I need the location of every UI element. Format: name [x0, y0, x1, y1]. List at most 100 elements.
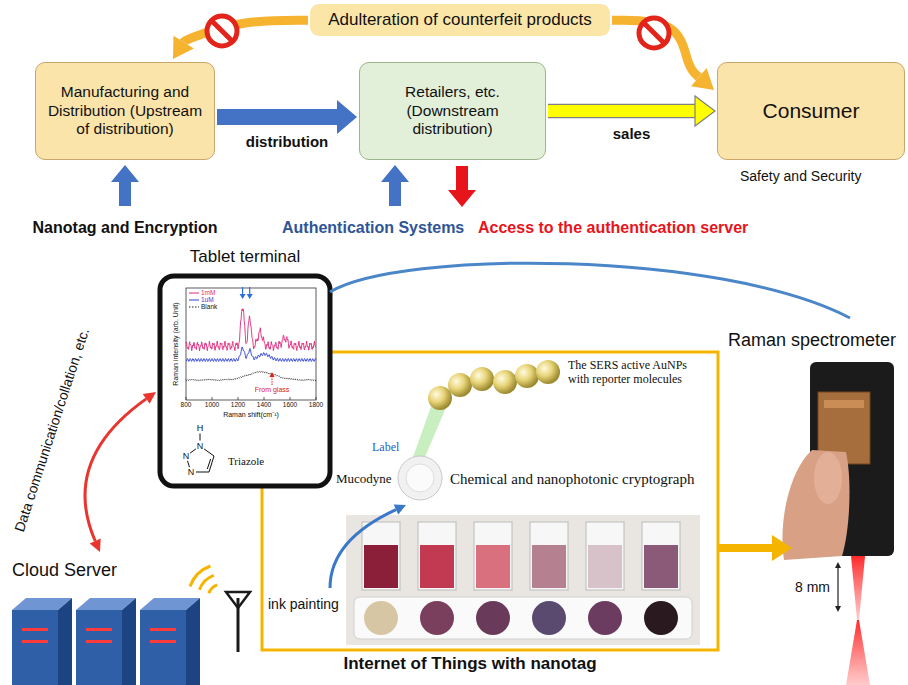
cuvette-photo — [364, 601, 398, 635]
spectrum-plot — [270, 372, 275, 377]
triazole-structure — [196, 472, 209, 473]
legend-text: 1uM — [201, 297, 214, 304]
cuvette-photo — [418, 522, 456, 590]
communication-arrow — [90, 539, 101, 552]
prohibition-sign — [639, 18, 669, 48]
antenna-icon — [209, 585, 217, 593]
spectrum-plot — [186, 397, 187, 400]
arrow-shaft — [217, 109, 337, 125]
nanoparticle-chain — [428, 360, 560, 410]
arrow-head — [173, 36, 194, 59]
cloud-server-icon — [150, 628, 176, 631]
spectrum-plot — [189, 293, 199, 294]
spectrum-plot — [242, 287, 243, 294]
cloud-server-icon — [22, 640, 48, 643]
triazole-structure — [190, 449, 196, 453]
cuvette-photo — [476, 545, 510, 588]
block-arrow — [448, 166, 476, 207]
cuvette-photo — [588, 545, 622, 588]
cuvette-photo — [644, 601, 678, 635]
communication-arrow — [85, 392, 156, 552]
callout-text: Chemical and nanophotonic cryptograph — [450, 470, 695, 488]
triazole-structure — [188, 434, 215, 473]
molecule-name: Triazole — [228, 455, 264, 468]
nanoparticle-chain — [515, 364, 539, 388]
cuvette-photo — [354, 597, 692, 639]
prohibition-sign — [207, 16, 237, 46]
box-label: Adulteration of counterfeit products — [314, 10, 606, 30]
spectrum-plot — [186, 287, 316, 400]
tick-label: 800 — [181, 402, 192, 409]
antenna-icon — [226, 592, 250, 608]
communication-arrow — [143, 392, 156, 404]
spectrum-curves — [186, 309, 316, 381]
note-box: Adulteration of counterfeit products — [310, 4, 610, 36]
atom-label: N — [183, 452, 190, 461]
frame-title: Internet of Things with nanotag — [343, 654, 596, 674]
prohibition-sign — [211, 20, 232, 41]
cloud-server-icon — [22, 628, 48, 631]
tablet-outline — [160, 276, 330, 486]
cuvette-photo — [362, 522, 400, 590]
label-disc — [398, 456, 442, 500]
edge-label: distribution — [246, 133, 329, 151]
device-label: Cloud Server — [12, 560, 117, 582]
nanoparticle-chain — [493, 370, 517, 394]
device-label: Raman spectrometer — [728, 330, 896, 352]
box-label: Manufacturing and Distribution (Upstream… — [44, 83, 206, 139]
atom-label: N — [188, 468, 195, 477]
arrow-shaft — [184, 20, 308, 42]
tick-label: 1400 — [257, 402, 271, 409]
process-box: Retailers, etc. (Downstream distribution… — [359, 62, 546, 160]
spectrum-line — [186, 309, 316, 351]
data-link-curve — [330, 263, 850, 318]
legend-text: Blank — [201, 304, 217, 311]
prohibition-sign — [639, 18, 669, 48]
cloud-server-icon — [58, 598, 72, 685]
nanoparticle-chain — [536, 360, 560, 384]
arrow-head — [337, 100, 357, 134]
cuvette-photo — [420, 601, 454, 635]
spectrum-plot — [316, 397, 317, 400]
spectrum-plot — [264, 397, 265, 400]
orange-arrow — [772, 535, 792, 561]
cloud-server-icon — [86, 640, 112, 643]
dimension-line — [835, 562, 841, 568]
atom-label: N — [197, 442, 204, 451]
laser-beam — [851, 556, 865, 620]
dimension-line — [837, 566, 838, 608]
flow-arrow — [173, 20, 308, 59]
spectrum-line — [186, 371, 316, 380]
arrow-head — [695, 96, 715, 126]
spectrometer-photo — [824, 400, 864, 408]
prohibition-sign — [643, 22, 664, 43]
block-arrow — [111, 165, 476, 207]
cuvette-photo — [474, 522, 512, 590]
dimension-line — [835, 606, 841, 612]
process-label: ink painting — [268, 596, 339, 613]
cuvette-photo — [364, 545, 398, 588]
spectrum-plot — [247, 294, 253, 299]
process-box: Consumer — [717, 62, 905, 160]
block-arrow — [111, 165, 139, 206]
orange-arrow — [719, 535, 792, 561]
cuvette-photo — [644, 545, 678, 588]
cloud-server-icon — [76, 610, 122, 685]
triazole-structure — [200, 434, 201, 441]
antenna-icon — [190, 566, 210, 586]
legend-text: 1mM — [201, 290, 215, 297]
triazole-structure — [209, 456, 214, 472]
cuvette-photo — [532, 545, 566, 588]
box-label: Consumer — [726, 98, 896, 123]
cuvette-photo — [642, 522, 680, 590]
nanoparticle-chain — [428, 386, 452, 410]
prohibition-sign — [207, 16, 237, 46]
label-disc — [398, 456, 442, 500]
spectrum-plot — [238, 397, 239, 400]
triazole-structure — [204, 449, 214, 456]
tick-label: 1000 — [205, 402, 219, 409]
orange-arrow — [719, 544, 774, 552]
cloud-server-icon — [186, 598, 200, 685]
